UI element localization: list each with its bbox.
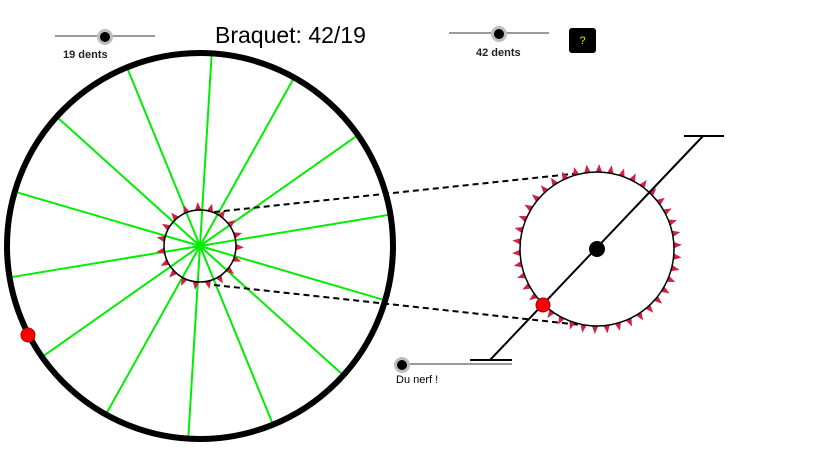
sprocket-tooth (215, 274, 223, 284)
sprocket-tooth (169, 269, 178, 278)
chainring-tooth (673, 253, 682, 260)
chainring-tooth (529, 292, 538, 301)
chainring-tooth (614, 322, 621, 331)
chainring-tooth (645, 304, 654, 313)
rear-wheel (4, 50, 396, 442)
chainring-tooth (512, 238, 521, 245)
spoke (43, 245, 201, 357)
chainring-tooth (639, 179, 647, 189)
spoke (12, 245, 201, 278)
sprocket-tooth (192, 281, 200, 290)
sprocket-ring (163, 209, 237, 283)
sprocket-tooth (194, 202, 202, 211)
chainring-tooth (607, 165, 614, 174)
help-button[interactable]: ? (569, 28, 596, 53)
spoke (106, 245, 201, 413)
red-point-icon (535, 297, 551, 313)
chain (213, 172, 582, 326)
spoke (58, 117, 201, 247)
sprocket-teeth-label: 19 dents (63, 49, 108, 61)
red-point-icon (20, 327, 36, 343)
chainring-tooth (513, 261, 523, 268)
spoke (199, 135, 357, 247)
force-label: Du nerf ! (396, 374, 439, 386)
chain-top (213, 172, 582, 213)
sprocket-tooth (156, 247, 165, 255)
slider-knob[interactable] (491, 26, 507, 42)
chainring-tooth (524, 204, 534, 212)
slider-knob[interactable] (394, 357, 410, 373)
force-slider[interactable] (394, 354, 512, 374)
chainring-tooth (636, 311, 644, 321)
sprocket-tooth (204, 280, 211, 289)
chainring-tooth (660, 286, 670, 294)
spoke (199, 245, 383, 301)
chainring-tooth (648, 188, 657, 197)
chainring-teeth-slider[interactable] (449, 23, 549, 43)
chainring-tooth (673, 242, 682, 249)
spoke (187, 245, 201, 436)
chain-bottom (213, 284, 582, 326)
spoke (127, 69, 201, 247)
chainring-tooth (603, 324, 610, 334)
sprocket-tooth (156, 235, 166, 243)
chainring-tooth (512, 249, 521, 256)
pedal-axis-icon (589, 241, 605, 257)
sprocket-tooth (227, 220, 236, 228)
spoke (17, 191, 201, 247)
braquet-title: Braquet: 42/19 (215, 22, 366, 48)
chainring-tooth (573, 167, 580, 176)
spoke (199, 245, 273, 423)
spoke (199, 56, 213, 247)
sprocket-tooth (235, 243, 244, 251)
sprocket-teeth-slider[interactable] (55, 26, 155, 46)
chainring-tooth (670, 264, 680, 272)
chainring-tooth (584, 164, 591, 174)
slider-knob[interactable] (97, 29, 113, 45)
sprocket-tooth (161, 223, 171, 231)
sprocket-tooth (225, 266, 234, 275)
chainring-tooth (514, 226, 524, 234)
chainring-tooth (540, 185, 549, 194)
wheel-rim (4, 50, 396, 442)
chainring-tooth (591, 325, 599, 334)
chainring-tooth (547, 309, 555, 319)
slider-track (402, 363, 512, 365)
spoke (199, 245, 342, 375)
chainring-tooth (653, 296, 663, 304)
chainring-tooth (595, 164, 603, 173)
spoke (199, 214, 388, 247)
chainring-teeth-label: 42 dents (476, 47, 521, 59)
sprocket-tooth (171, 212, 180, 222)
chainring-tooth (671, 230, 681, 237)
chainring-tooth (531, 194, 541, 202)
chainring-tooth (656, 197, 665, 206)
sprocket-tooth (217, 209, 226, 219)
chainring-tooth (550, 177, 558, 187)
chainring-tooth (580, 324, 587, 333)
spoke (199, 79, 294, 247)
chainring-crank (470, 135, 724, 361)
